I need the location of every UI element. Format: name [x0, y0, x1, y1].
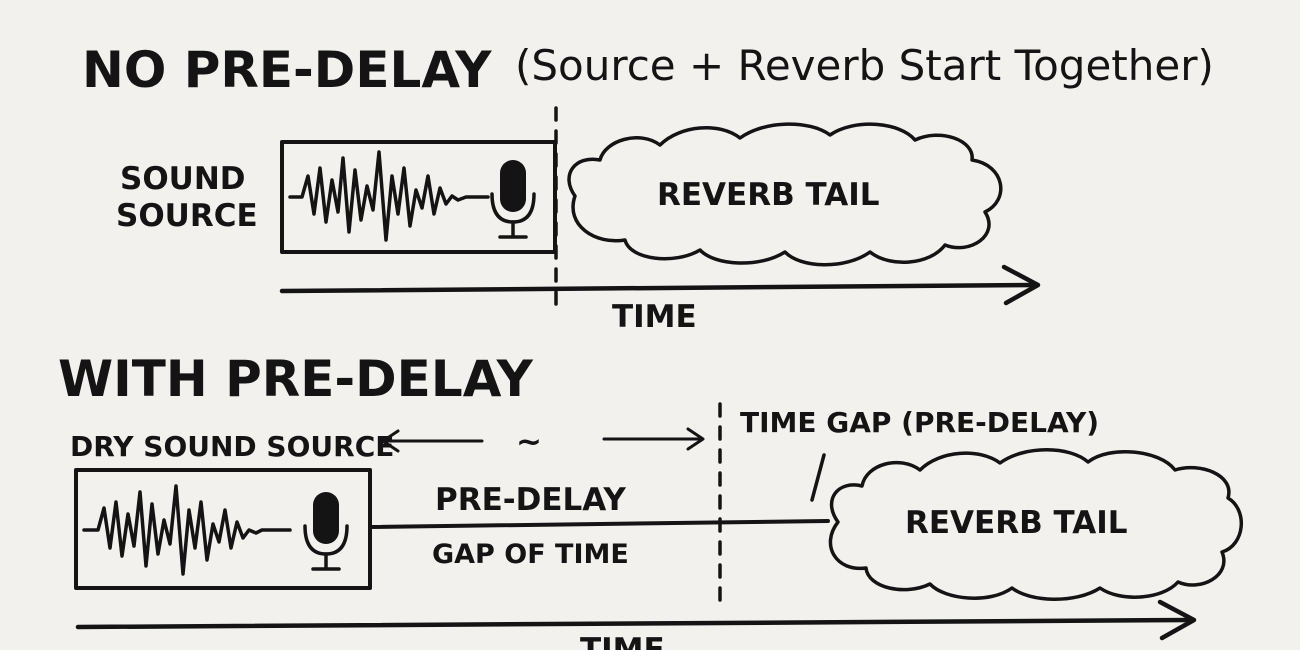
reverb-tail-cloud	[567, 122, 1003, 267]
reverb-tail-cloud	[828, 448, 1243, 601]
section-no-pre-delay: NO PRE-DELAY (Source + Reverb Start Toge…	[82, 41, 1214, 335]
time-label-top: TIME	[612, 299, 697, 335]
microphone-icon	[490, 160, 536, 239]
time-axis-bottom	[75, 617, 1195, 630]
waveform-icon	[288, 150, 490, 242]
heading-with-pre-delay: WITH PRE-DELAY	[58, 350, 534, 408]
time-axis-top	[279, 282, 1039, 294]
sound-source-label-line2: SOURCE	[116, 198, 258, 234]
subheading-together: (Source + Reverb Start Together)	[515, 41, 1214, 90]
sound-source-label-line1: SOUND	[120, 161, 246, 197]
waveform-icon	[82, 484, 292, 576]
arrow-left-icon	[381, 429, 400, 453]
reverb-tail-label-top: REVERB TAIL	[657, 177, 880, 213]
pre-delay-line	[368, 519, 830, 529]
arrow-right-icon	[686, 427, 705, 451]
heading-no-pre-delay: NO PRE-DELAY	[82, 41, 492, 99]
time-gap-label: TIME GAP (PRE-DELAY)	[740, 406, 1099, 439]
reverb-tail-label-bottom: REVERB TAIL	[905, 505, 1128, 541]
arrow-right-icon	[1001, 264, 1041, 306]
pre-delay-label: PRE-DELAY	[435, 482, 626, 518]
arrow-right-icon	[1157, 599, 1197, 641]
gap-pointer-stroke	[810, 453, 826, 502]
microphone-icon	[303, 492, 349, 571]
time-label-bottom: TIME	[580, 632, 665, 650]
sound-source-box	[280, 140, 557, 254]
gap-of-time-label: GAP OF TIME	[432, 539, 629, 570]
dry-sound-source-label: DRY SOUND SOURCE	[70, 430, 394, 463]
tilde-symbol: ~	[516, 424, 542, 460]
section-with-pre-delay: WITH PRE-DELAY DRY SOUND SOURCE ~ TIME G…	[58, 350, 1243, 650]
